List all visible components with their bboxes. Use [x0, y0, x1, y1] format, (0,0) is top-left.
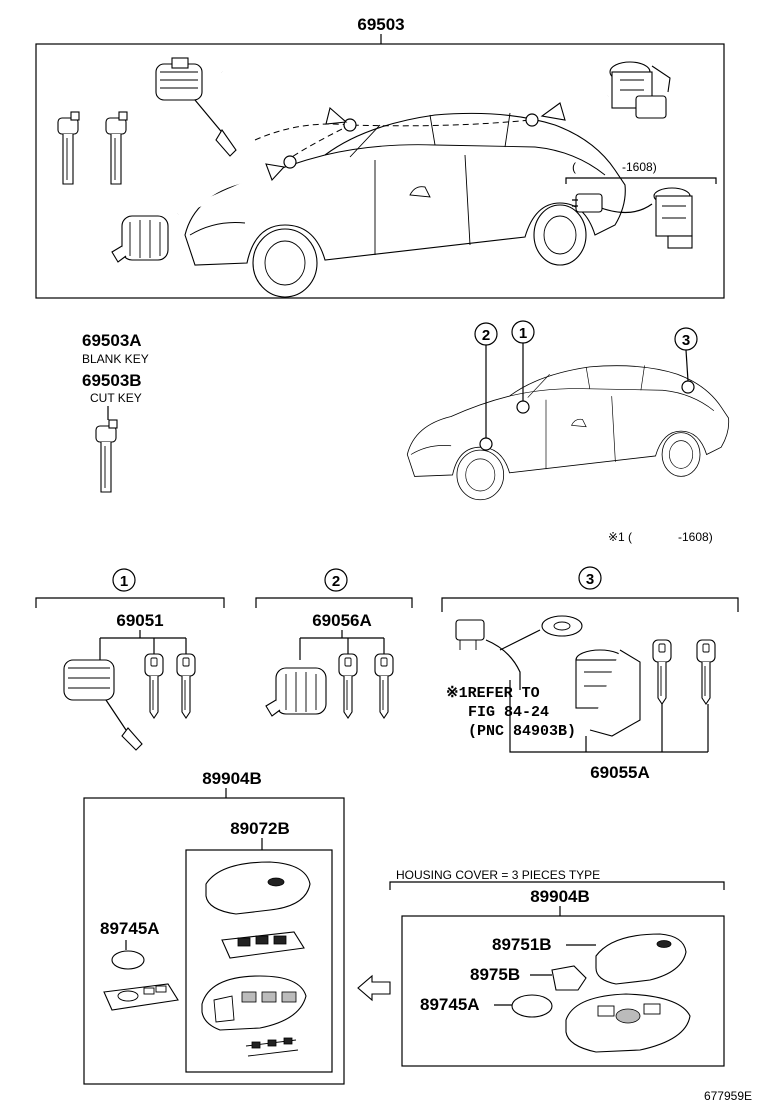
location-car	[406, 365, 730, 501]
location-marker-one	[516, 400, 530, 414]
top-door-cylinder	[155, 57, 237, 157]
transmitter-left-frame	[83, 797, 345, 1085]
blank-key-label: BLANK KEY	[82, 352, 149, 366]
car-note-open: (	[628, 530, 632, 544]
top-marker-ignition	[283, 155, 297, 169]
transmitter-right-frame	[401, 915, 725, 1067]
group-three-part-number: 69055A	[590, 763, 650, 782]
cut-key-illustration	[95, 419, 118, 493]
housing-frame	[185, 849, 333, 1073]
car-note-range: -1608)	[678, 530, 713, 544]
transmitter-left-part-number: 89904B	[202, 769, 262, 788]
housing-parts	[201, 861, 311, 1057]
top-marker-door	[343, 118, 357, 132]
top-ignition-variant	[572, 187, 693, 249]
battery-right-part-number: 89745A	[420, 995, 480, 1014]
blank-key-number: 69503A	[82, 331, 142, 350]
group-three-index: 3	[586, 571, 594, 588]
illustration-id: 677959E	[704, 1089, 752, 1103]
top-trunk-cylinder	[111, 215, 169, 263]
housing-cover-heading: HOUSING COVER = 3 PIECES TYPE	[396, 868, 600, 882]
top-note-open: (	[572, 160, 576, 174]
group-two-part-number: 69056A	[312, 611, 372, 630]
top-frame	[35, 43, 725, 299]
location-marker-three	[681, 380, 695, 394]
transmitter-right-part-number: 89904B	[530, 887, 590, 906]
location-label-two: 2	[482, 327, 490, 344]
refer-note-line3: (PNC 84903B)	[468, 723, 576, 740]
gasket-left	[103, 983, 179, 1011]
group-two-trunk-cylinder	[265, 667, 327, 717]
cover-part	[595, 933, 687, 985]
location-label-three: 3	[682, 332, 690, 349]
refer-note-line2: FIG 84-24	[468, 704, 549, 721]
cut-key-label: CUT KEY	[90, 391, 142, 405]
top-arrows	[176, 69, 609, 217]
group-one-door-cylinder	[63, 659, 143, 751]
location-marker-two	[479, 437, 493, 451]
refer-note-line1: ※1REFER TO	[446, 685, 540, 702]
housing-part-number: 89072B	[230, 819, 290, 838]
group-three-ignition	[455, 615, 641, 737]
battery-left-part-number: 89745A	[100, 919, 160, 938]
piece-part	[551, 965, 587, 991]
top-note-range: -1608)	[622, 160, 657, 174]
location-label-one: 1	[519, 325, 527, 342]
top-keys	[57, 111, 128, 185]
car-note-mark: ※1	[608, 530, 625, 544]
top-ignition-switch	[609, 61, 671, 119]
group-one-part-number: 69051	[116, 611, 163, 630]
top-car	[184, 112, 626, 298]
battery-right	[511, 994, 553, 1018]
cover-part-number: 89751B	[492, 935, 552, 954]
transfer-arrow	[357, 974, 391, 1002]
battery-left	[111, 950, 145, 970]
cut-key-number: 69503B	[82, 371, 142, 390]
case-part	[565, 993, 691, 1053]
top-marker-trunk	[525, 113, 539, 127]
group-one-index: 1	[120, 573, 128, 590]
top-part-number: 69503	[357, 15, 404, 34]
group-two-index: 2	[332, 573, 340, 590]
piece-part-number: 8975B	[470, 965, 520, 984]
